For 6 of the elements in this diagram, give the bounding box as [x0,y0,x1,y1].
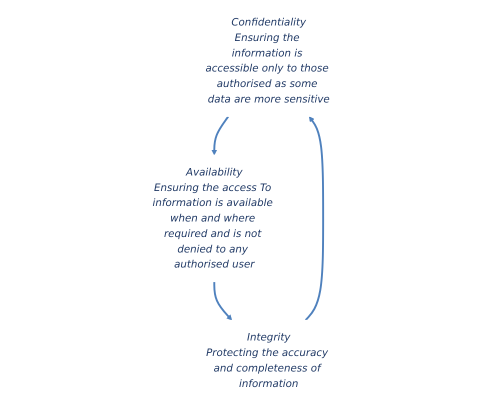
arrow [213,282,232,320]
node-text: Integrity Protecting the accuracy and completeness of information [206,331,328,390]
arrow [304,116,324,321]
node-text: Availability Ensuring the access To information is available when and where required and is not denied to any authorised user [152,166,273,270]
node-text: Confidentiality Ensuring the information is accessible only to those authorised as some data are more sensitive [206,16,330,106]
arrow [211,116,230,156]
